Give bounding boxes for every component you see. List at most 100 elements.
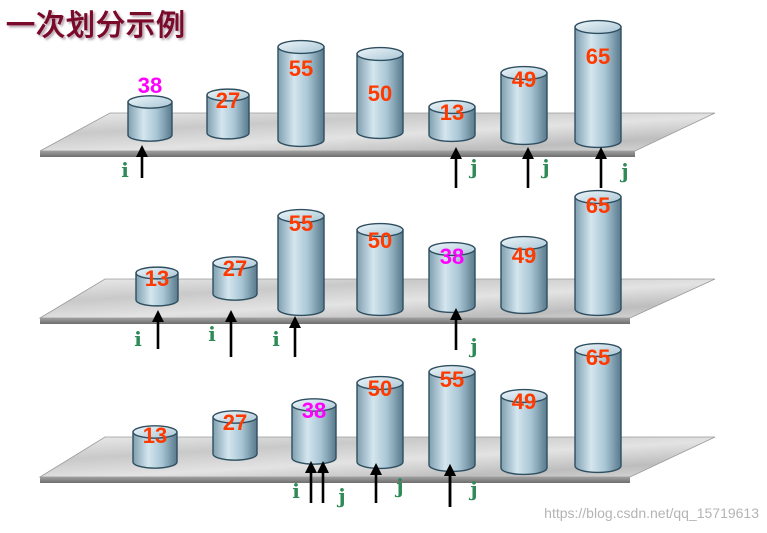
cylinder: 55 [277,39,325,148]
cylinder-body [127,101,173,142]
pointer-arrowhead [152,310,164,322]
cylinder: 13 [428,99,476,143]
cylinder: 49 [500,235,548,315]
cylinder-body [356,229,404,317]
cylinder-value: 49 [512,389,536,414]
pointer-arrowhead [450,308,462,320]
cylinder-top [135,266,179,280]
cylinder: 38 [428,241,476,314]
cylinder-top [132,425,178,439]
cylinder: 50 [356,222,404,317]
cylinder-value: 27 [216,88,240,113]
cylinder-body [356,382,404,470]
cylinder-value: 50 [368,376,392,401]
cylinder-body [212,262,258,301]
cylinder-value: 55 [440,367,464,392]
pointer-arrowhead [225,310,237,322]
cylinder-body [135,272,179,307]
cylinder: 49 [500,388,548,476]
cylinder: 27 [212,256,258,301]
platform-edge [40,151,635,157]
cylinder-body [428,371,476,473]
pointer-arrowhead [522,147,534,159]
pointer-arrowhead [289,316,301,328]
cylinder-value: 38 [440,244,464,269]
cylinder-body [574,196,622,317]
cylinder-body [277,46,325,148]
cylinder-top [206,88,250,102]
cylinder-body [574,26,622,149]
pointer-arrowhead [370,463,382,475]
cylinder: 49 [500,65,548,146]
pointer-arrow [317,461,329,503]
pointer-label: j [468,477,477,501]
cylinder-body [428,106,476,143]
cylinder-body [206,94,250,140]
pointer-label: i [272,327,280,351]
pointer-j: j [444,464,478,507]
partition-row-2: 13 27 55 50 38 49 65 i i i j [38,189,716,358]
pointer-label: i [208,322,216,346]
cylinder-value: 65 [586,345,610,370]
cylinder: 50 [356,375,404,470]
cylinder-body [132,431,178,469]
cylinder-top [500,235,548,251]
cylinder-body [356,53,404,140]
cylinder-value: 49 [512,243,536,268]
pointer-arrowhead [595,147,607,159]
cylinder: 65 [574,189,622,317]
cylinder-value: 49 [512,67,536,92]
cylinder-top [277,208,325,224]
cylinder-value: 38 [302,398,326,423]
pointer-arrowhead [317,461,329,473]
cylinder: 65 [574,19,622,149]
pointer-arrowhead [305,461,317,473]
cylinder: 38 [291,398,337,465]
cylinder-body [574,349,622,474]
cylinder-top [212,256,258,270]
cylinder-top [500,65,548,81]
cylinder-body [500,242,548,315]
platform-edge [40,477,630,483]
cylinder-top [356,46,404,62]
cylinder: 27 [212,410,258,461]
pointer-label: j [540,155,549,179]
pointer-i: i [121,145,148,182]
cylinder-value: 13 [145,266,169,291]
cylinder-body [291,404,337,465]
cylinder-top [574,342,622,358]
pointer-label: i [121,158,129,182]
partition-row-1: 38 27 55 50 13 49 65 i j j j [39,19,716,188]
pointer-label: j [468,155,477,179]
cylinder-top [277,39,325,55]
watermark: https://blog.csdn.net/qq_15719613 [544,505,759,521]
cylinder-value: 50 [368,81,392,106]
cylinder-top [428,99,476,115]
cylinder-value: 65 [586,44,610,69]
cylinder-top [574,189,622,205]
pointer-label: j [619,159,628,183]
cylinder-value: 50 [368,228,392,253]
cylinder: 65 [574,342,622,474]
pointer-arrowhead [444,464,456,476]
cylinder-body [212,416,258,461]
cylinder: 38 [127,73,173,142]
cylinder: 55 [428,364,476,473]
cylinder-value: 13 [143,423,167,448]
cylinder: 50 [356,46,404,140]
cylinder-value: 38 [138,73,162,98]
pointer-i: i [272,316,301,357]
pointer-j: j [595,147,629,188]
pointer-label: j [468,334,477,358]
cylinder-top [291,398,337,412]
cylinder-value: 13 [440,100,464,125]
pointer-i: i [134,310,164,351]
pointer-j: j [336,463,382,508]
cylinder-top [356,222,404,238]
cylinder-value: 55 [289,56,313,81]
pointer-i: i [292,461,317,503]
cylinder-body [500,72,548,146]
cylinder: 55 [277,208,325,317]
